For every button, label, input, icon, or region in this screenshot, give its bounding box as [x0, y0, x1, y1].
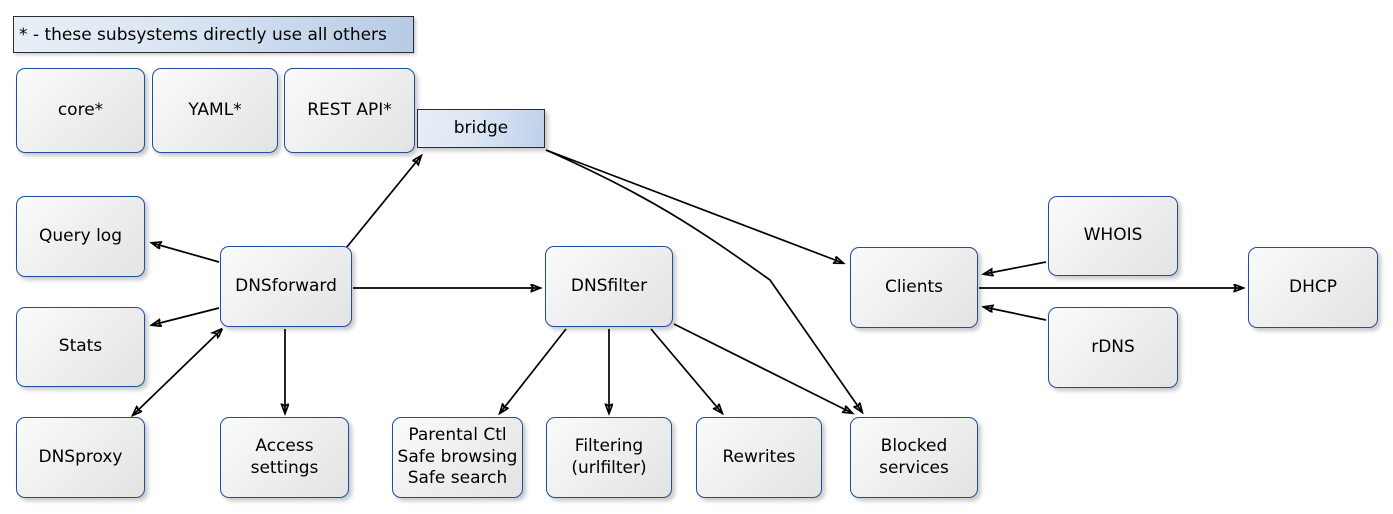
node-filtering[interactable]: Filtering (urlfilter) — [546, 417, 672, 498]
node-dnsforward[interactable]: DNSforward — [220, 246, 352, 327]
node-dnsproxy-label: DNSproxy — [38, 446, 123, 467]
node-rest-api[interactable]: REST API* — [284, 68, 415, 153]
edge-dnsfilter-blockedservices — [673, 323, 852, 413]
node-rest-api-label: REST API* — [307, 99, 392, 120]
edge-dnsforward-bridge — [341, 156, 421, 254]
node-parental-ctl[interactable]: Parental Ctl Safe browsing Safe search — [392, 417, 523, 498]
node-bridge[interactable]: bridge — [417, 109, 545, 148]
node-clients[interactable]: Clients — [850, 247, 978, 328]
node-dnsfilter[interactable]: DNSfilter — [545, 246, 673, 327]
node-stats-label: Stats — [58, 336, 103, 357]
legend-box: * - these subsystems directly use all ot… — [13, 16, 414, 53]
node-rewrites-label: Rewrites — [722, 446, 796, 467]
edge-rdns-clients — [984, 307, 1047, 321]
node-access-settings[interactable]: Access settings — [220, 417, 349, 498]
node-dnsproxy[interactable]: DNSproxy — [16, 417, 145, 498]
node-yaml-label: YAML* — [188, 99, 242, 120]
node-whois[interactable]: WHOIS — [1048, 196, 1178, 276]
node-stats[interactable]: Stats — [16, 307, 145, 387]
legend-text: * - these subsystems directly use all ot… — [19, 24, 387, 45]
node-filtering-label: Filtering (urlfilter) — [571, 435, 647, 478]
edge-dnsfilter-rewrites — [650, 328, 722, 413]
node-dhcp[interactable]: DHCP — [1248, 247, 1378, 328]
node-query-log-label: Query log — [39, 225, 122, 246]
node-clients-label: Clients — [884, 276, 944, 297]
node-rdns-label: rDNS — [1091, 336, 1135, 357]
node-blocked-services-label: Blocked services — [879, 435, 949, 478]
node-access-settings-label: Access settings — [250, 435, 319, 478]
edge-dnsforward-querylog — [152, 243, 220, 263]
node-query-log[interactable]: Query log — [16, 196, 145, 277]
node-core-label: core* — [57, 99, 104, 120]
node-parental-ctl-label: Parental Ctl Safe browsing Safe search — [397, 424, 518, 489]
node-bridge-label: bridge — [453, 117, 509, 138]
edge-dnsforward-stats — [152, 307, 220, 325]
node-yaml[interactable]: YAML* — [152, 68, 278, 153]
node-rdns[interactable]: rDNS — [1048, 307, 1178, 388]
node-whois-label: WHOIS — [1083, 225, 1143, 246]
edge-dnsforward-dnsproxy — [133, 329, 222, 415]
node-dnsfilter-label: DNSfilter — [570, 275, 648, 296]
node-rewrites[interactable]: Rewrites — [696, 417, 822, 498]
node-dnsforward-label: DNSforward — [235, 275, 337, 296]
node-core[interactable]: core* — [16, 68, 145, 153]
node-dhcp-label: DHCP — [1289, 276, 1337, 297]
edge-dnsfilter-parentalctl — [500, 328, 567, 413]
edge-whois-clients — [984, 261, 1047, 274]
node-blocked-services[interactable]: Blocked services — [850, 417, 978, 498]
